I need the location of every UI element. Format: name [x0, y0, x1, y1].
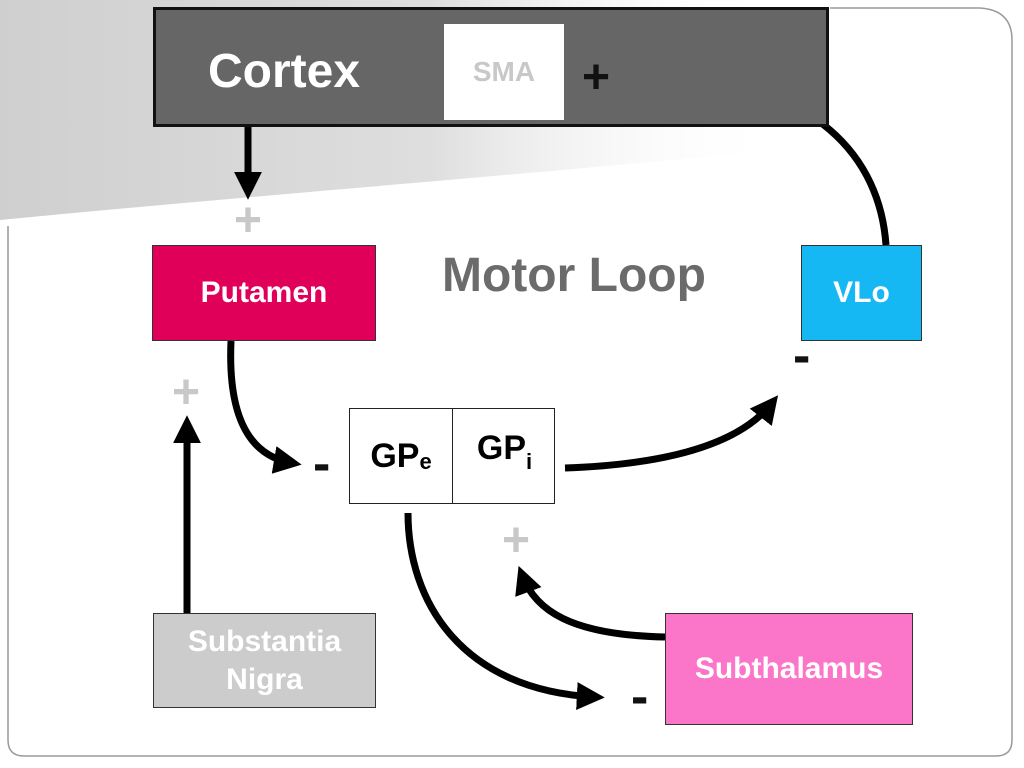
arrow-putamen-to-gpe [227, 340, 302, 474]
nigra-label-line2: Nigra [226, 662, 303, 696]
arrow-gpi-to-vlo [564, 395, 779, 472]
sma-label: SMA [472, 56, 536, 87]
sign-gpe-to-subthalamus: - [631, 668, 649, 726]
subthalamus-node: Subthalamus [665, 613, 913, 725]
subthalamus-label: Subthalamus [694, 652, 884, 685]
sign-vlo-to-sma: + [582, 51, 611, 104]
gpe-subscript: e [419, 449, 432, 474]
arrow-subthalamus-to-gp [515, 565, 666, 641]
cortex-label: Cortex [208, 45, 361, 98]
vlo-node: VLo [801, 245, 922, 341]
sign-cortex-to-putamen: + [234, 194, 263, 247]
sign-putamen-to-gp: - [313, 435, 331, 493]
vlo-label: VLo [833, 276, 890, 309]
sign-gpi-to-vlo: - [793, 327, 811, 385]
putamen-label: Putamen [200, 276, 328, 309]
nigra-label-line1: Substantia [187, 624, 342, 658]
sign-nigra-to-putamen: + [172, 366, 201, 419]
slide-frame [7, 7, 1013, 757]
sma-node: SMA [444, 24, 564, 120]
gpi-label: GP [476, 428, 526, 467]
sign-subthalamus-to-gp: + [502, 514, 531, 567]
diagram-title: Motor Loop [442, 249, 706, 302]
arrow-gpe-to-subthalamus [404, 512, 605, 711]
cortex-node: Cortex SMA [153, 7, 829, 127]
gpe-label: GP [370, 436, 420, 475]
gpi-subscript: i [526, 449, 533, 474]
substantia-nigra-node: Substantia Nigra [153, 613, 376, 708]
putamen-node: Putamen [152, 245, 376, 341]
